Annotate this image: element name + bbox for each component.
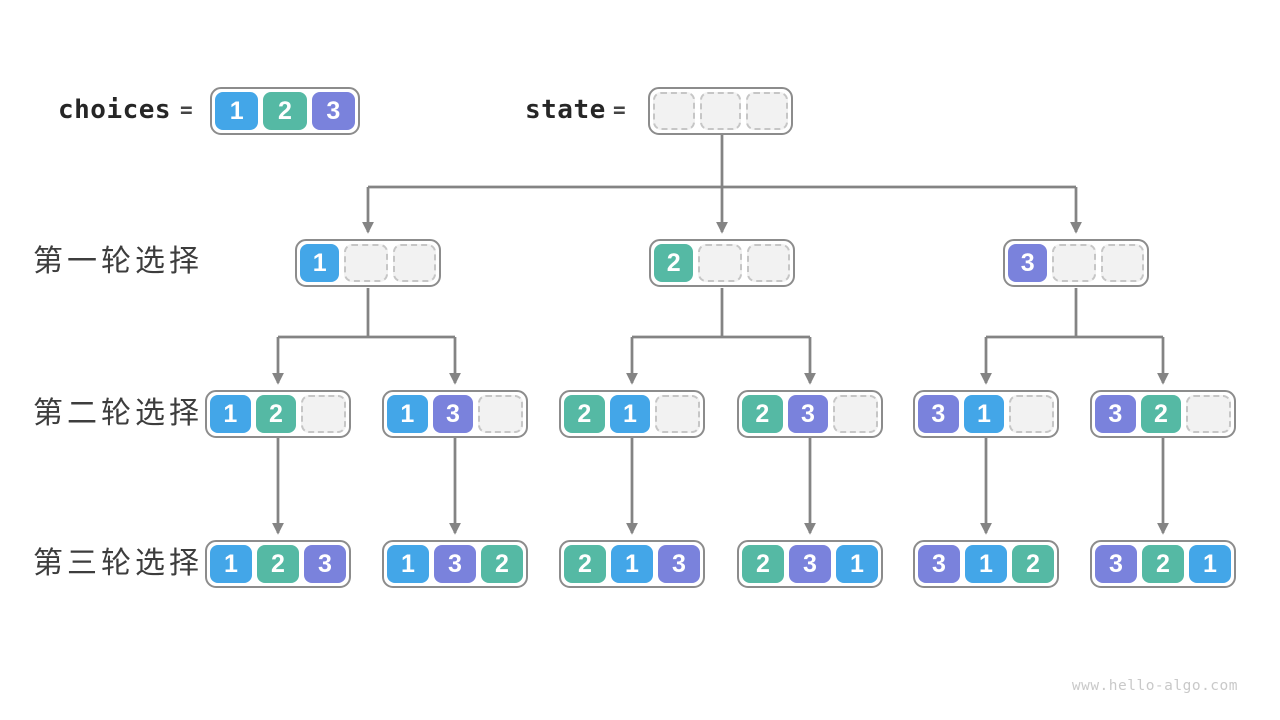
empty-cell — [301, 395, 347, 433]
array-cell: 3 — [432, 395, 474, 433]
equals-sign: = — [180, 98, 193, 122]
array-cell: 2 — [1140, 395, 1182, 433]
array-cell: 2 — [1012, 545, 1054, 583]
empty-cell — [698, 244, 742, 282]
array-cell: 1 — [300, 244, 340, 282]
array-cell: 3 — [434, 545, 476, 583]
empty-cell — [653, 92, 695, 130]
array-cell: 2 — [742, 395, 783, 433]
array-cell: 3 — [918, 545, 960, 583]
array-cell: 1 — [836, 545, 878, 583]
array-cell: 2 — [255, 395, 297, 433]
array-cell: 3 — [658, 545, 700, 583]
array-cell: 3 — [918, 395, 959, 433]
empty-cell — [1052, 244, 1096, 282]
array-cell: 2 — [481, 545, 523, 583]
empty-cell — [344, 244, 388, 282]
array-cell: 1 — [1189, 545, 1231, 583]
row-label-round-3: 第三轮选择 — [33, 547, 203, 580]
state-node: 1 — [295, 239, 441, 287]
empty-cell — [392, 244, 436, 282]
array-cell: 2 — [257, 545, 299, 583]
array-cell: 2 — [1142, 545, 1184, 583]
array-cell: 1 — [963, 395, 1005, 433]
array-cell: 1 — [210, 395, 251, 433]
array-cell: 3 — [789, 545, 831, 583]
array-cell: 3 — [1008, 244, 1048, 282]
array-cell: 1 — [210, 545, 252, 583]
array-cell: 3 — [787, 395, 829, 433]
array-cell: 2 — [742, 545, 784, 583]
empty-cell — [1100, 244, 1144, 282]
equals-sign: = — [613, 98, 626, 122]
watermark: www.hello-algo.com — [1071, 678, 1238, 694]
row-label-round-1: 第一轮选择 — [33, 245, 203, 278]
empty-cell — [478, 395, 524, 433]
state-array — [648, 87, 793, 135]
array-cell: 2 — [564, 395, 605, 433]
state-label: state — [525, 95, 606, 125]
array-cell: 3 — [1095, 395, 1136, 433]
array-cell: 3 — [311, 92, 355, 130]
empty-cell — [1186, 395, 1232, 433]
array-cell: 1 — [965, 545, 1007, 583]
array-cell: 1 — [215, 92, 259, 130]
array-cell: 2 — [263, 92, 307, 130]
empty-cell — [655, 395, 701, 433]
row-label-round-2: 第二轮选择 — [33, 397, 203, 430]
state-node: 3 — [1003, 239, 1149, 287]
array-cell: 1 — [387, 545, 429, 583]
state-node: 2 — [649, 239, 795, 287]
empty-cell — [833, 395, 879, 433]
empty-cell — [1009, 395, 1055, 433]
array-cell: 3 — [1095, 545, 1137, 583]
array-cell: 1 — [387, 395, 428, 433]
choices-label: choices — [58, 95, 172, 125]
array-cell: 3 — [304, 545, 346, 583]
array-cell: 1 — [611, 545, 653, 583]
array-cell: 1 — [609, 395, 651, 433]
empty-cell — [746, 92, 789, 130]
array-cell: 2 — [654, 244, 694, 282]
empty-cell — [699, 92, 742, 130]
empty-cell — [746, 244, 790, 282]
array-cell: 2 — [564, 545, 606, 583]
